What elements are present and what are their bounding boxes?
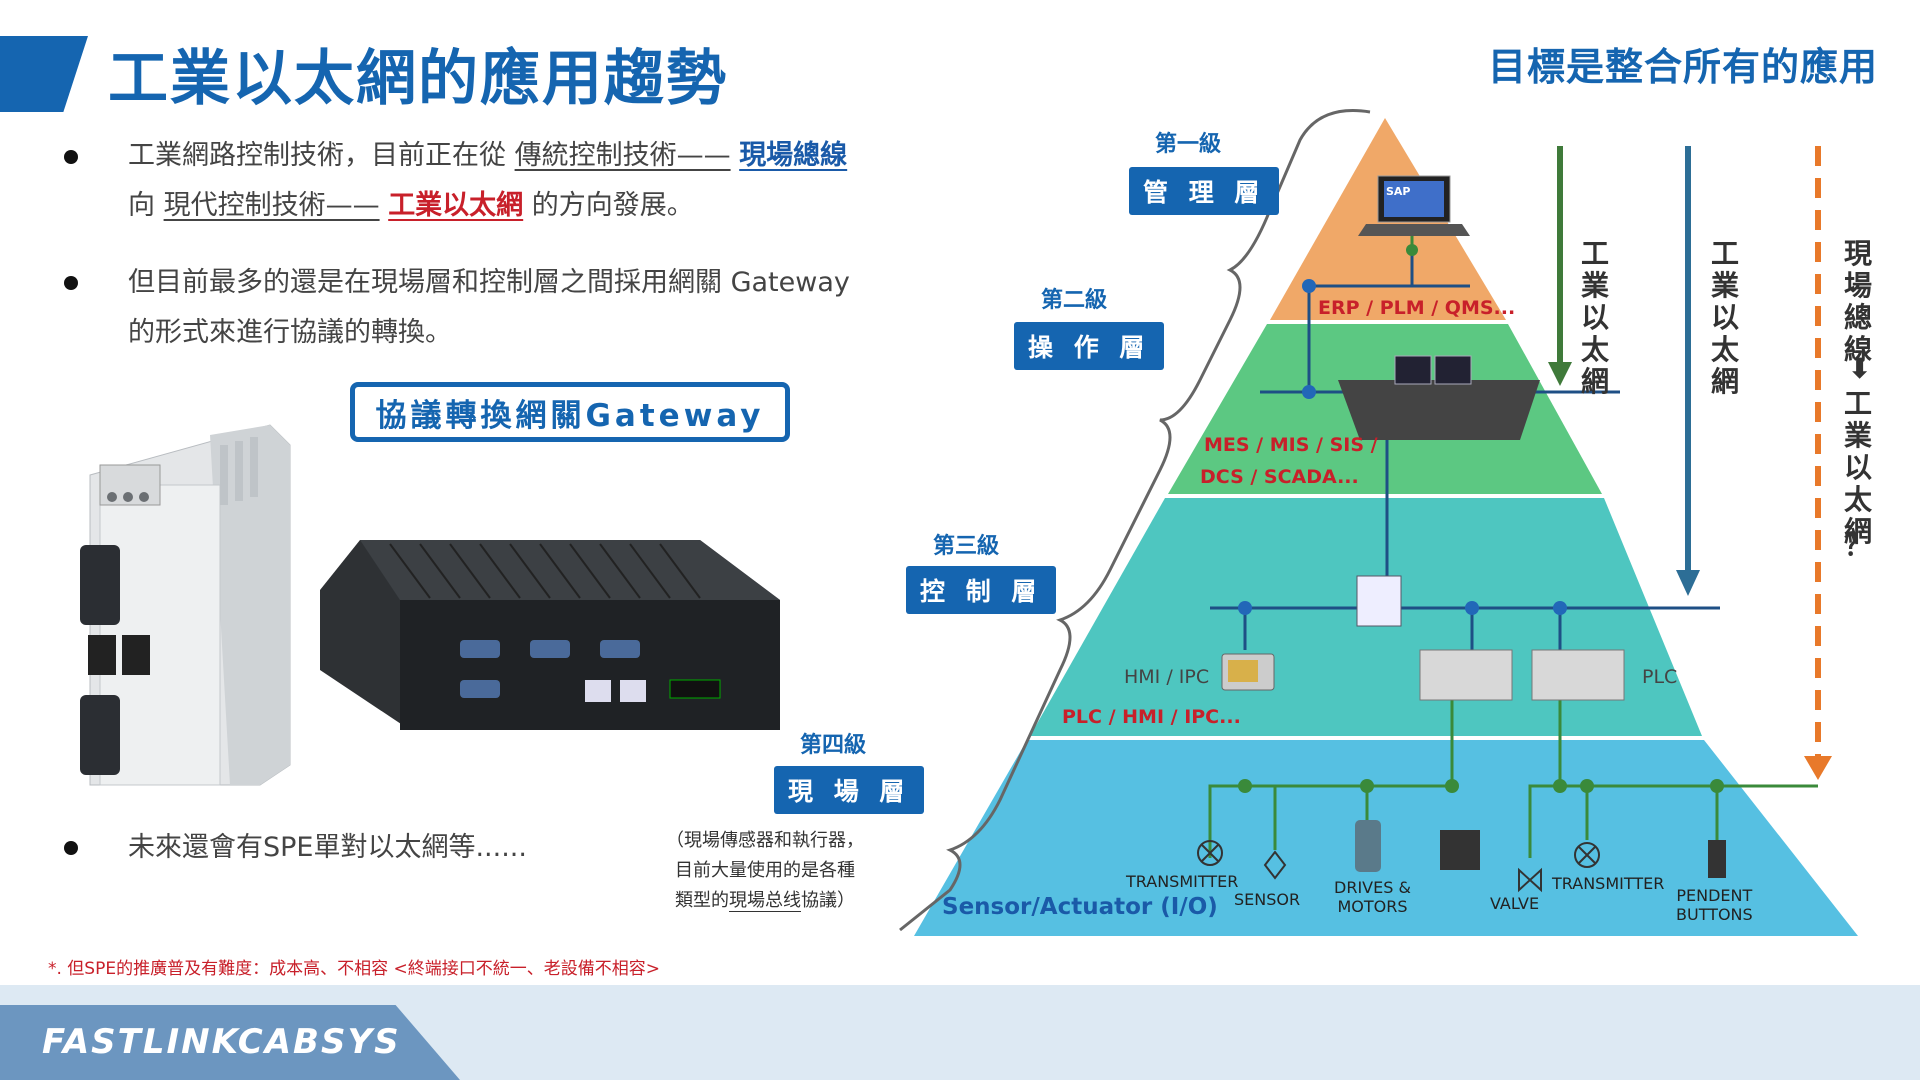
traditional-control-text: 傳統控制技術—— [514, 140, 731, 171]
network-switch-icon [1356, 575, 1402, 627]
plc-rack-icon [1419, 649, 1513, 701]
io-module-icon [1440, 830, 1480, 870]
bullet-2-line-2: 的形式來進行協議的轉換。 [128, 317, 452, 348]
note-line-1: （現場傳感器和執行器， [666, 830, 864, 851]
hmi-ipc-label: HMI / IPC [1124, 666, 1210, 688]
bullet-1-to: 向 [128, 190, 155, 221]
sap-logo-text: SAP [1386, 185, 1411, 198]
level-4-label: 第四級 [800, 733, 867, 758]
arrow-orange-label-top: 現場總線 [1843, 237, 1872, 366]
drive-motor-icon [1355, 820, 1381, 872]
bullet-3: 未來還會有SPE單對以太網等...... [128, 832, 527, 863]
din-rail-gateway-image [80, 424, 291, 786]
modern-control-text: 現代控制技術—— [163, 190, 380, 221]
level-brace [899, 109, 1371, 932]
transmitter-label: TRANSMITTER [1126, 872, 1239, 891]
drives-motors-label: DRIVES &MOTORS [1334, 878, 1411, 916]
pyramid-layer-field [914, 740, 1858, 936]
bullet-1-prefix: 工業網路控制技術，目前正在從 [128, 140, 506, 171]
mes-layer-text-1: MES / MIS / SIS / [1204, 434, 1378, 456]
valve-label: VALVE [1490, 894, 1540, 913]
control-desk-icon [1338, 380, 1540, 440]
fieldbus-note: （現場傳感器和執行器， 目前大量使用的是各種 類型的現場总线協議） [650, 826, 880, 916]
sensor-label: SENSOR [1234, 890, 1301, 909]
page-title: 工業以太網的應用趨勢 [108, 44, 728, 114]
note-line-2: 目前大量使用的是各種 [675, 860, 855, 881]
mes-layer-text-2: DCS / SCADA... [1200, 466, 1359, 488]
valve-icon [1518, 867, 1542, 893]
arrow-orange-dashed [1804, 146, 1832, 780]
bullet-1-line-2: 向 現代控制技術—— 工業以太網 的方向發展。 [128, 181, 694, 231]
fieldbus-text: 現場總線 [739, 140, 848, 171]
note-line-3: 類型的現場总线協議） [675, 890, 855, 911]
level-3-label: 第三級 [933, 534, 1000, 559]
transmitter-icon [1574, 842, 1600, 868]
pendent-button-icon [1708, 840, 1726, 878]
sensor-icon [1263, 850, 1287, 880]
bullet-1-line-1: 工業網路控制技術，目前正在從 傳統控制技術—— 現場總線 [128, 131, 847, 181]
industrial-ethernet-text: 工業以太網 [388, 190, 524, 221]
brand-logo-text: FASTLINKCABSYS [42, 1022, 401, 1062]
level-4-name: 現 場 層 [774, 766, 925, 814]
plc-rack-icon [1531, 649, 1625, 701]
goal-heading: 目標是整合所有的應用 [1487, 45, 1878, 89]
footnote: *. 但SPE的推廣普及有難度：成本高、不相容 <終端接口不統一、老設備不相容> [48, 959, 660, 979]
bullet-dot [64, 150, 78, 164]
footer-brand-tab [0, 1005, 460, 1080]
level-1-name: 管 理 層 [1129, 167, 1280, 215]
bullet-2-line-1: 但目前最多的還是在現場層和控制層之間採用網關 Gateway [128, 267, 850, 298]
sensor-actuator-label: Sensor/Actuator (I/O) [942, 894, 1218, 920]
down-arrow-glyph: ⬇ [1848, 352, 1872, 385]
level-1-label: 第一級 [1155, 132, 1222, 157]
transmitter-icon [1197, 840, 1223, 866]
level-2-label: 第二級 [1041, 288, 1108, 313]
bullet-dot [64, 841, 78, 855]
arrow-green-label: 工業以太網 [1580, 237, 1609, 398]
bullet-dot [64, 276, 78, 290]
transmitter-label: TRANSMITTER [1552, 874, 1665, 893]
level-2-name: 操 作 層 [1014, 322, 1165, 370]
erp-layer-text: ERP / PLM / QMS... [1318, 297, 1516, 319]
bullet-1-suffix: 的方向發展。 [531, 190, 694, 221]
control-layer-text: PLC / HMI / IPC... [1062, 706, 1241, 728]
plc-label: PLC [1642, 666, 1678, 688]
gateway-label-box: 協議轉換網關Gateway [350, 382, 790, 442]
box-pc-gateway-image [320, 540, 780, 730]
note-fieldbus-underlined: 現場总线 [729, 890, 801, 911]
arrow-blue [1676, 146, 1700, 596]
question-mark: ？ [1843, 529, 1872, 562]
level-3-name: 控 制 層 [906, 566, 1057, 614]
arrow-orange-label-bottom: 工業以太網 [1843, 387, 1872, 548]
arrow-green [1548, 146, 1572, 386]
arrow-blue-label: 工業以太網 [1710, 237, 1739, 398]
